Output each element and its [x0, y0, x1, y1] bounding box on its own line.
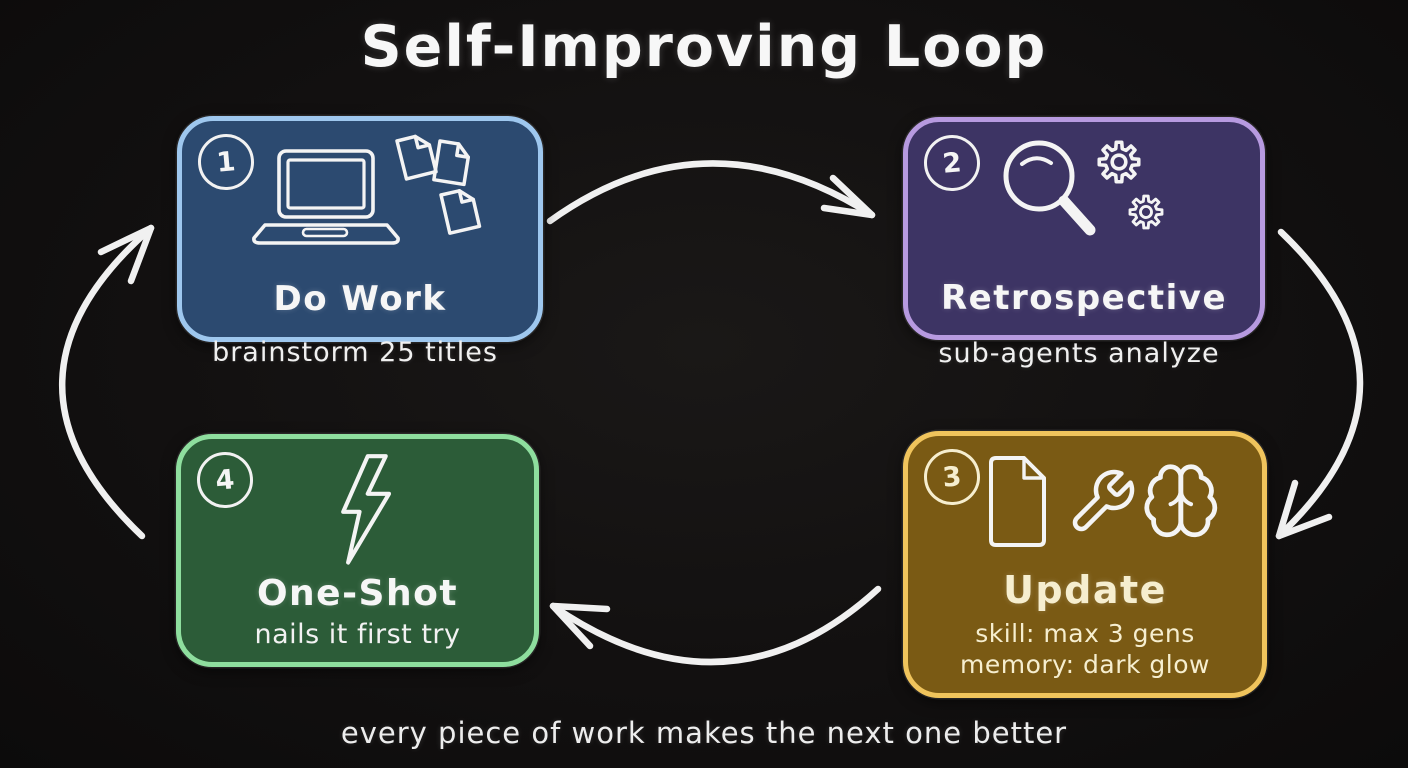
box-subline: nails it first try — [254, 619, 461, 650]
brain-icon — [1144, 464, 1218, 538]
step-number-badge: 3 — [921, 446, 983, 508]
document-icon — [989, 456, 1046, 547]
step-number-badge: 4 — [194, 449, 256, 511]
box-label: One-Shot — [256, 573, 459, 614]
box-label: Do Work — [273, 279, 447, 319]
arrow-dowork-to-retrospective — [546, 160, 876, 225]
diagram-title: Self-Improving Loop — [360, 14, 1048, 80]
box-caption-retrospective: sub-agents analyze — [938, 338, 1220, 369]
box-subline: memory: dark glow — [960, 650, 1210, 679]
box-one-shot: 4 One-Shot nails it first try — [176, 434, 539, 667]
update-icons — [989, 456, 1218, 547]
gears-icon — [1097, 140, 1164, 230]
wrench-icon — [1072, 469, 1135, 532]
box-update: 3 Update skill: max 3 gens memory: dark … — [903, 431, 1267, 698]
box-label: Retrospective — [940, 278, 1228, 318]
box-retrospective: 2 Retrospective — [903, 117, 1265, 340]
documents-icon — [395, 131, 482, 235]
box-label: Update — [1003, 568, 1167, 612]
laptop-icon — [252, 149, 400, 245]
box-caption-do-work: brainstorm 25 titles — [212, 337, 498, 368]
magnifier-icon — [1003, 140, 1096, 236]
arrow-update-to-oneshot — [549, 585, 882, 666]
lightning-bolt-icon — [341, 454, 392, 565]
arrow-retrospective-to-update — [1275, 228, 1364, 540]
diagram-footer: every piece of work makes the next one b… — [340, 716, 1068, 750]
box-subline: skill: max 3 gens — [975, 619, 1195, 648]
step-number-badge: 2 — [921, 132, 983, 194]
laptop-documents-icon — [252, 131, 482, 245]
box-do-work: 1 Do Work — [177, 116, 543, 342]
arrow-oneshot-to-dowork — [58, 224, 155, 540]
magnifier-gears-icon — [1003, 140, 1164, 236]
